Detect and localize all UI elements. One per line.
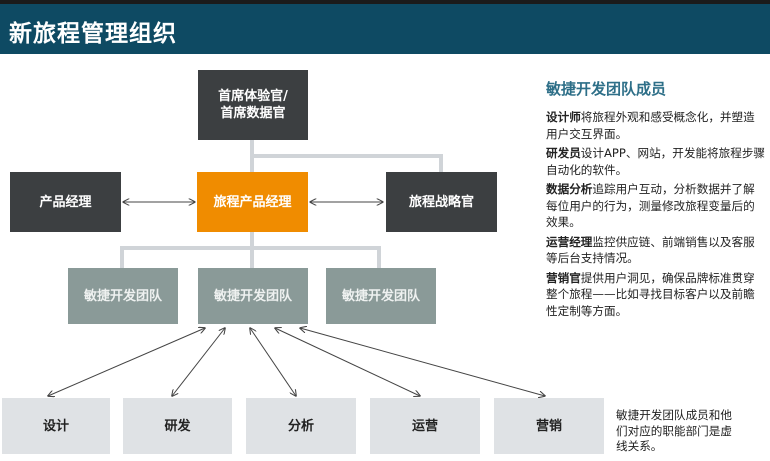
member-data-analyst: 数据分析追踪用户互动，分析数据并了解每位用户的行为，测量修改旅程变量后的效果。 xyxy=(546,181,766,231)
agile-team-label: 敏捷开发团队 xyxy=(83,288,162,304)
function-label: 分析 xyxy=(287,418,314,434)
chief-officer-line2: 首席数据官 xyxy=(220,106,286,121)
function-marketing-box: 营销 xyxy=(494,398,604,454)
relationship-note: 敏捷开发团队成员和他 们对应的职能部门是虚 线关系。 xyxy=(616,408,766,455)
arrow-team-marketing xyxy=(300,328,545,396)
member-desc: 提供用户洞见，确保品牌标准贯穿整个旅程——比如寻找目标客户以及前瞻性定制等方面。 xyxy=(546,270,755,318)
member-term: 研发员 xyxy=(546,146,581,160)
member-designer: 设计师将旅程外观和感受概念化，并塑造用户交互界面。 xyxy=(546,109,766,142)
member-desc: 监控供应链、前端销售以及客服等后台支持情况。 xyxy=(546,234,755,266)
chief-officer-box: 首席体验官/ 首席数据官 xyxy=(198,70,308,140)
chief-officer-line1: 首席体验官/ xyxy=(218,89,288,104)
product-manager-box: 产品经理 xyxy=(10,172,121,232)
arrow-team-analysis xyxy=(250,328,296,396)
function-label: 营销 xyxy=(535,418,562,434)
function-dev-box: 研发 xyxy=(123,398,232,454)
member-term: 数据分析 xyxy=(546,182,593,196)
panel-title: 敏捷开发团队成员 xyxy=(546,80,667,98)
member-desc: 追踪用户互动，分析数据并了解每位用户的行为，测量修改旅程变量后的效果。 xyxy=(546,182,755,229)
journey-strategist-box: 旅程战略官 xyxy=(386,172,497,232)
journey-product-manager-label: 旅程产品经理 xyxy=(213,194,292,210)
product-manager-label: 产品经理 xyxy=(39,194,92,210)
function-label: 研发 xyxy=(164,418,191,434)
journey-product-manager-box: 旅程产品经理 xyxy=(197,172,308,232)
note-line: 们对应的职能部门是虚 xyxy=(616,423,732,438)
member-term: 设计师 xyxy=(546,110,581,124)
function-label: 运营 xyxy=(411,418,438,434)
agile-team-box-3: 敏捷开发团队 xyxy=(326,268,436,324)
agile-team-label: 敏捷开发团队 xyxy=(341,288,420,304)
agile-team-label: 敏捷开发团队 xyxy=(213,288,292,304)
member-term: 运营经理 xyxy=(546,234,593,249)
arrow-team-design xyxy=(48,328,205,396)
function-analysis-box: 分析 xyxy=(246,398,356,454)
journey-strategist-label: 旅程战略官 xyxy=(408,194,474,210)
agile-team-box-2: 敏捷开发团队 xyxy=(198,268,308,324)
function-label: 设计 xyxy=(42,418,69,434)
page-title: 新旅程管理组织 xyxy=(9,21,177,47)
arrow-team-ops xyxy=(275,328,420,396)
arrow-team-dev xyxy=(172,328,225,396)
member-marketer: 营销官提供用户洞见，确保品牌标准贯穿整个旅程——比如寻找目标客户以及前瞻性定制等… xyxy=(546,270,766,320)
slide-header: 新旅程管理组织 xyxy=(0,4,770,54)
member-developer: 研发员设计APP、网站，开发能将旅程步骤自动化的软件。 xyxy=(546,145,766,178)
function-ops-box: 运营 xyxy=(370,398,480,454)
agile-team-box-1: 敏捷开发团队 xyxy=(68,268,178,324)
note-line: 线关系。 xyxy=(616,439,663,453)
note-line: 敏捷开发团队成员和他 xyxy=(616,408,732,422)
top-strip xyxy=(0,0,770,4)
member-term: 营销官 xyxy=(546,270,581,285)
member-desc: 设计APP、网站，开发能将旅程步骤自动化的软件。 xyxy=(546,146,766,177)
function-design-box: 设计 xyxy=(2,398,110,454)
member-desc: 将旅程外观和感受概念化，并塑造用户交互界面。 xyxy=(546,110,755,141)
team-members-panel: 敏捷开发团队成员 设计师将旅程外观和感受概念化，并塑造用户交互界面。 研发员设计… xyxy=(546,78,766,322)
member-ops-manager: 运营经理监控供应链、前端销售以及客服等后台支持情况。 xyxy=(546,234,766,267)
